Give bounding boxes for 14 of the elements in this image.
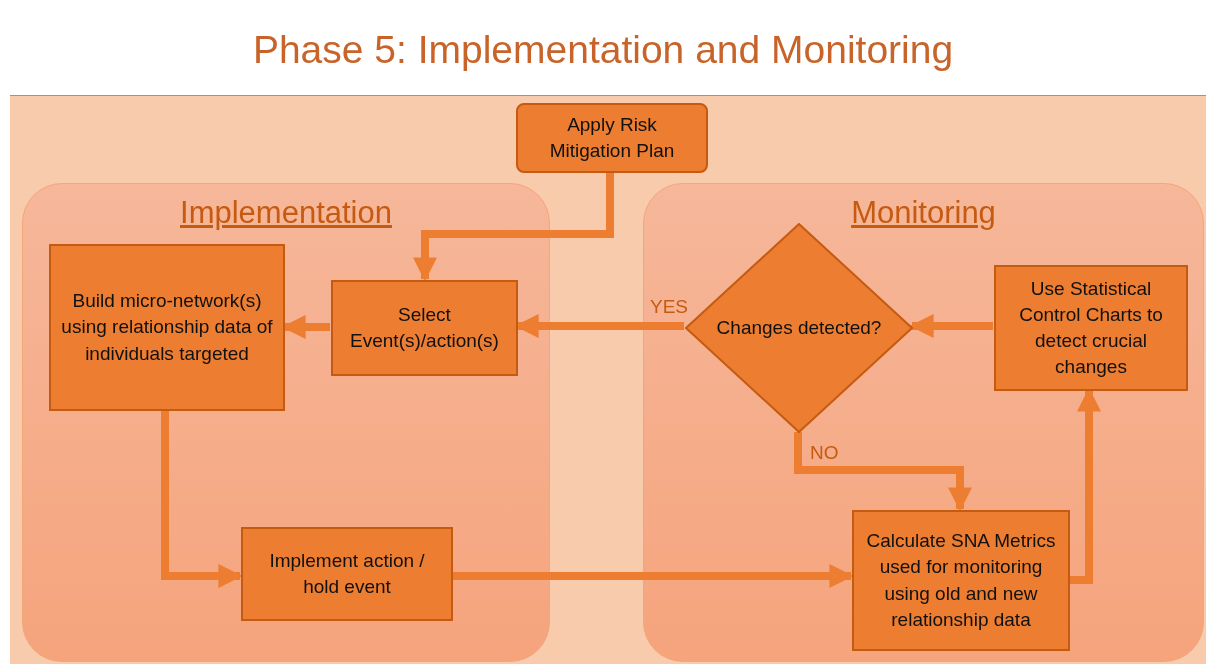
group-panel <box>22 183 550 662</box>
edge-label: NO <box>810 442 839 464</box>
process-box: Calculate SNA Metrics used for monitoring using old and new relationship data <box>852 510 1070 651</box>
edge-label: YES <box>650 296 689 318</box>
title: Phase 5: Implementation and Monitoring <box>251 28 955 72</box>
process-box: Select Event(s)/action(s) <box>331 280 518 376</box>
group-panel <box>643 183 1204 662</box>
process-box: Apply Risk Mitigation Plan <box>516 103 708 173</box>
process-box: Use Statistical Control Charts to detect crucial changes <box>994 265 1188 391</box>
process-box: Build micro-network(s) using relationship data of individuals targeted <box>49 244 285 411</box>
node-text: Changes detected? <box>716 315 882 340</box>
group-heading: Implementation <box>180 194 392 232</box>
group-heading: Monitoring <box>851 194 996 232</box>
process-box: Implement action / hold event <box>241 527 453 621</box>
